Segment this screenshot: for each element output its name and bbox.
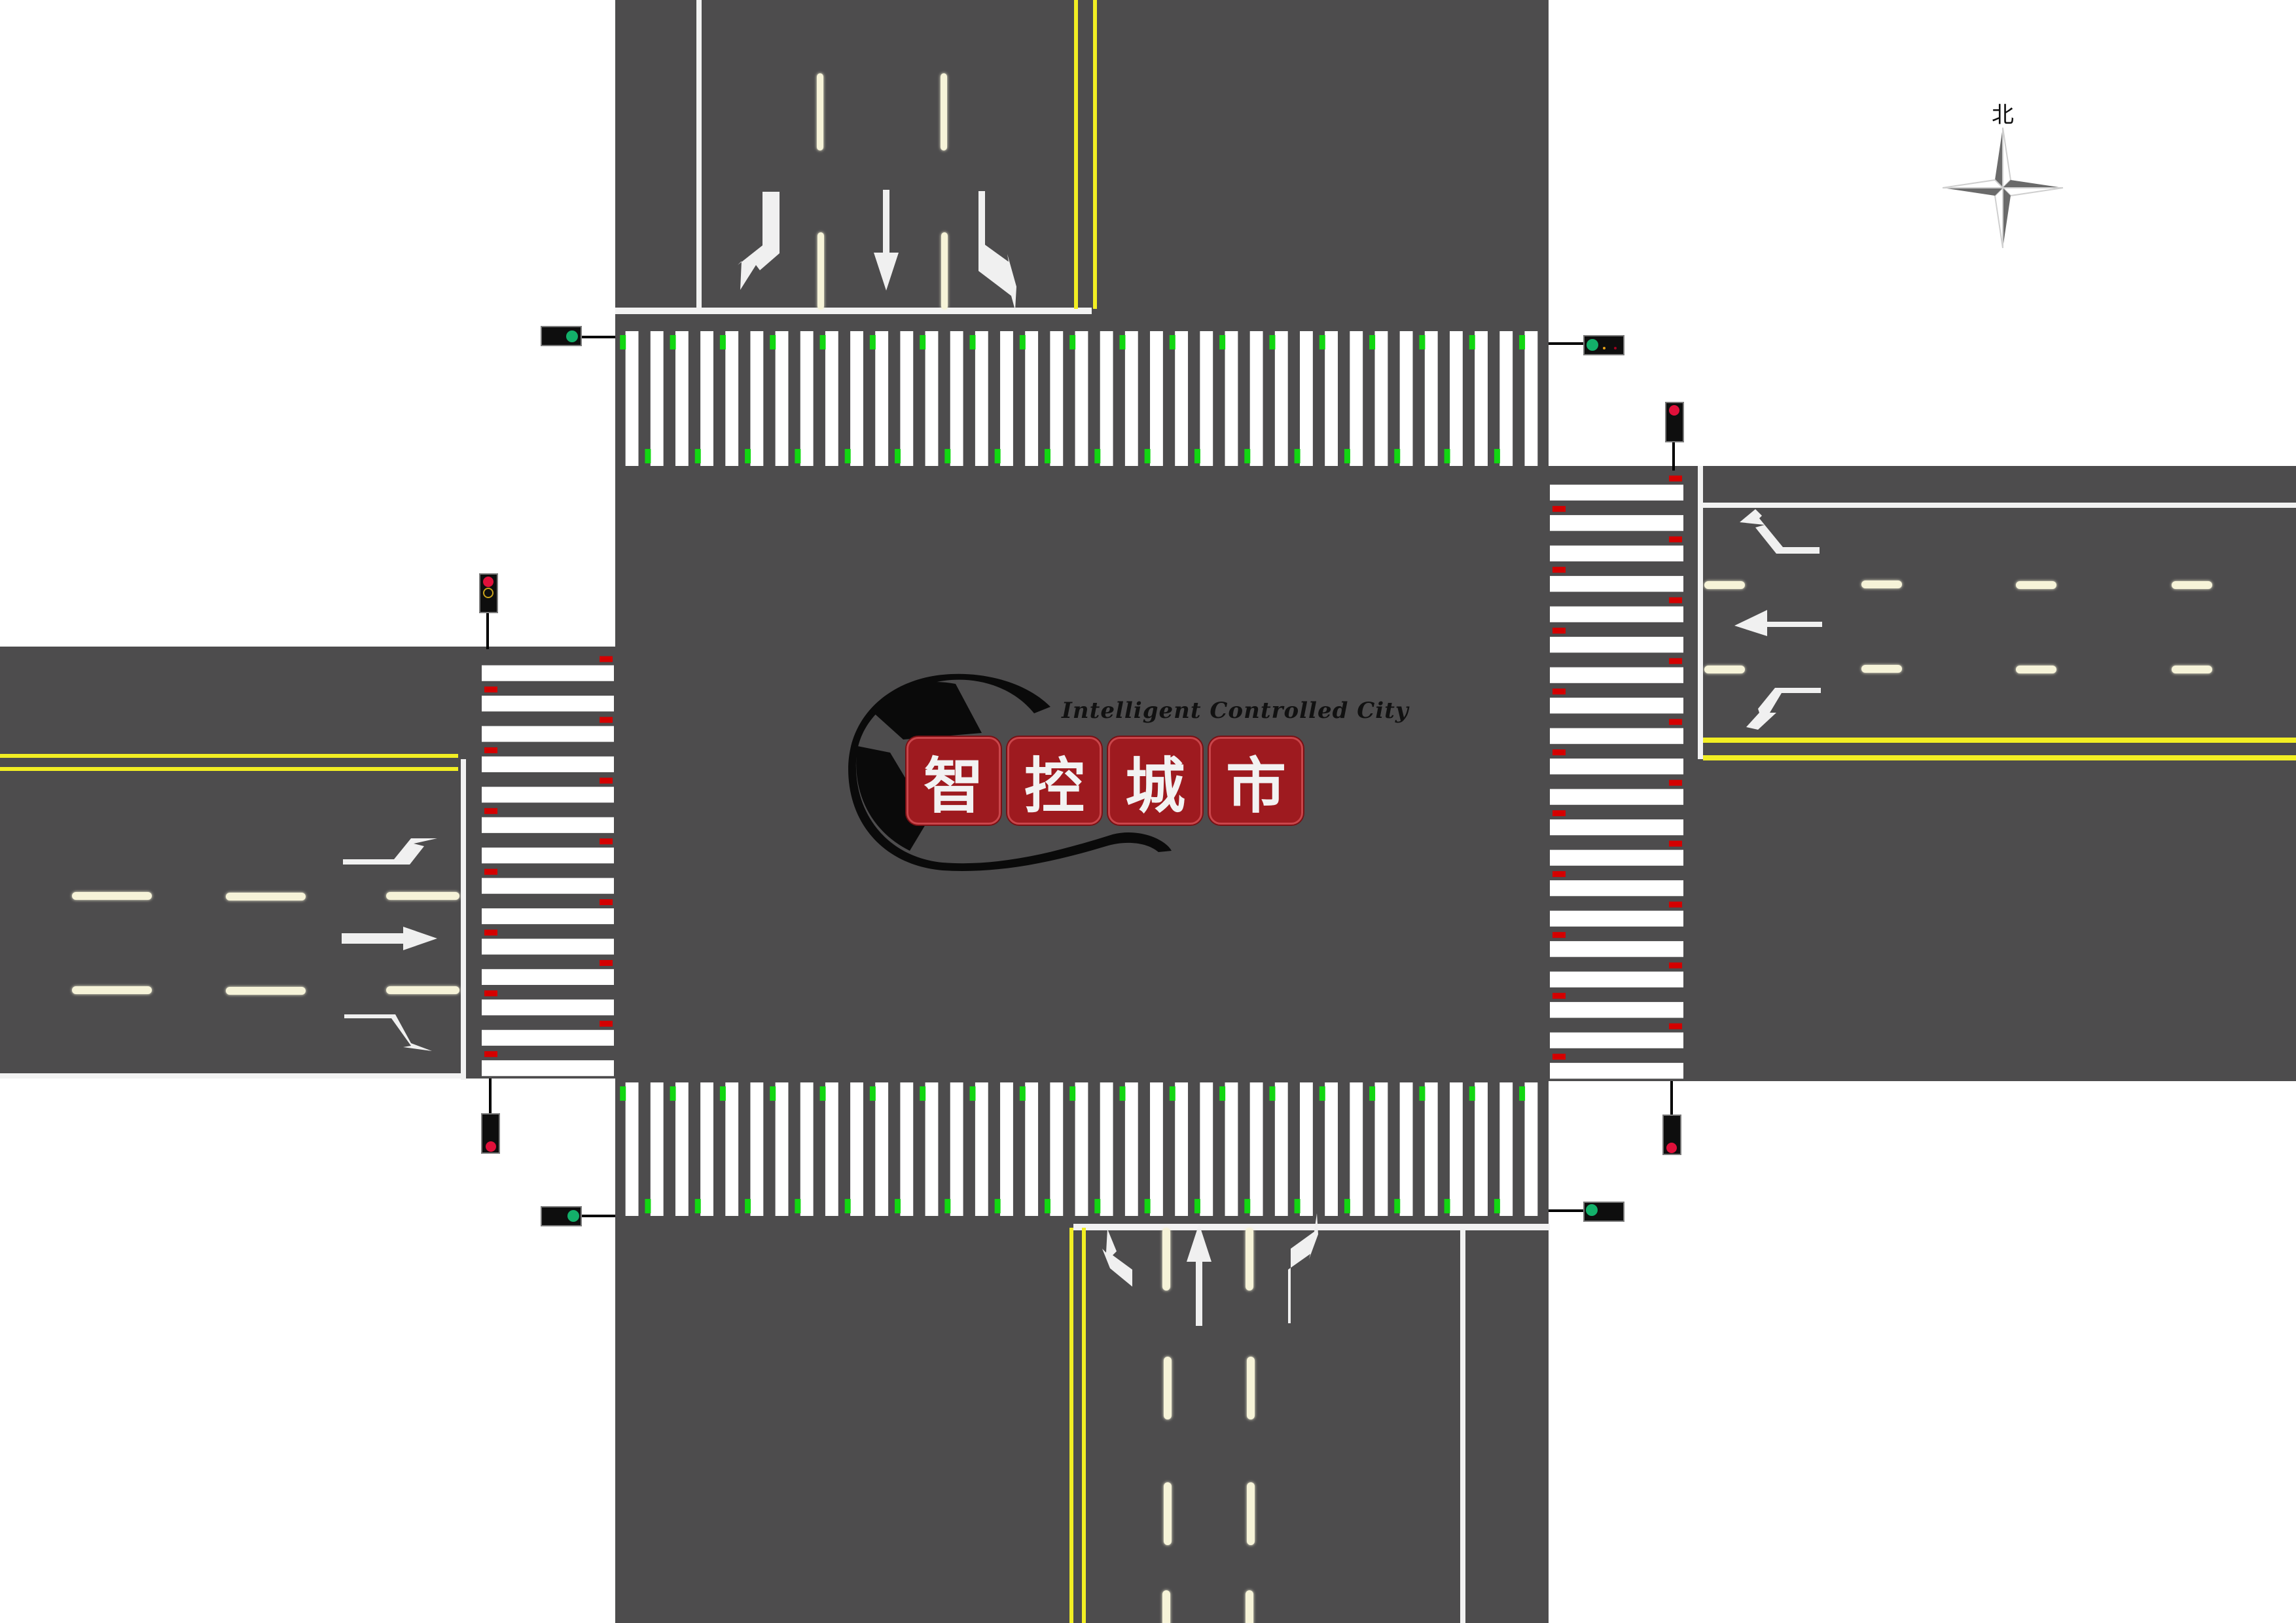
west-center-line-b <box>0 767 458 771</box>
south-edge-line <box>1460 1228 1465 1623</box>
arrow-turn-right-down-icon <box>344 1014 432 1051</box>
arrow-turn-up-left-icon <box>1102 1229 1139 1325</box>
traffic-light-se <box>1549 1202 1624 1222</box>
north-stop-line <box>615 308 1092 314</box>
arrow-right-icon <box>342 927 437 950</box>
east-center-line-b <box>1703 755 2296 760</box>
north-lane-dashes <box>817 73 948 310</box>
west-approach <box>0 754 466 1080</box>
logo-seal-4: 市 <box>1209 737 1303 825</box>
red-light-icon <box>486 1141 496 1152</box>
east-stop-line <box>1698 466 1703 759</box>
arrow-turn-right-up-icon <box>343 838 437 865</box>
arrow-turn-left-up-icon <box>1740 509 1820 554</box>
south-approach <box>1069 1213 1550 1623</box>
north-lane-arrows <box>738 190 1016 310</box>
west-lane-arrows <box>342 838 437 1051</box>
red-light-icon <box>483 577 493 587</box>
east-approach <box>1698 466 2296 760</box>
traffic-light-ne <box>1549 335 1624 355</box>
arrow-turn-down-right-icon <box>978 191 1016 310</box>
green-light-icon <box>1586 1204 1598 1216</box>
north-crosswalk <box>620 331 1538 466</box>
west-crosswalk <box>482 656 614 1077</box>
logo-seal-3: 城 <box>1108 737 1202 825</box>
south-center-line-b <box>1082 1228 1086 1623</box>
logo-english-text: Intelligent Controlled City <box>1062 698 1409 724</box>
south-stop-line <box>1073 1224 1550 1230</box>
traffic-light-en <box>1665 402 1684 471</box>
arrow-left-icon <box>1734 610 1822 636</box>
west-edge-line <box>0 1073 465 1079</box>
logo-brush-c-icon <box>848 673 1172 871</box>
east-lane-dashes <box>1704 580 2212 673</box>
west-center-line-a <box>0 754 458 758</box>
arrow-down-icon <box>874 190 899 291</box>
south-center-line-a <box>1069 1228 1073 1623</box>
traffic-light-es <box>1662 1081 1681 1155</box>
logo-seal-2: 控 <box>1007 737 1102 825</box>
compass-north-label: 北 <box>1992 102 2014 128</box>
east-edge-line <box>1699 503 2296 508</box>
arrow-turn-up-right-icon <box>1282 1213 1318 1323</box>
red-light-icon <box>1666 1143 1677 1153</box>
north-center-line-a <box>1074 0 1078 309</box>
logo-chinese-seals: 智 控 城 市 <box>906 737 1303 825</box>
arrow-turn-down-left-icon <box>738 192 780 290</box>
south-lane-dashes <box>1162 1228 1255 1623</box>
west-stop-line <box>461 759 466 1080</box>
red-light-icon <box>1669 405 1679 416</box>
arrow-up-icon <box>1187 1224 1211 1326</box>
south-lane-arrows <box>1102 1213 1318 1326</box>
compass-rose-icon <box>1942 127 2064 249</box>
traffic-light-sw <box>541 1206 615 1226</box>
north-approach <box>615 0 1097 314</box>
north-center-line-b <box>1093 0 1097 309</box>
east-center-line-a <box>1703 738 2296 743</box>
green-light-icon <box>566 330 578 342</box>
east-crosswalk <box>1550 475 1683 1079</box>
arrow-turn-left-down-icon <box>1746 688 1821 730</box>
south-crosswalk <box>620 1082 1538 1216</box>
traffic-light-ws <box>481 1079 500 1154</box>
traffic-light-nw <box>541 326 615 346</box>
east-lane-arrows <box>1734 509 1822 730</box>
green-light-icon <box>1587 339 1598 351</box>
north-edge-line <box>696 0 702 310</box>
west-lane-dashes <box>72 892 459 995</box>
traffic-lights <box>479 326 1684 1226</box>
logo-seal-1: 智 <box>906 737 1001 825</box>
traffic-light-wn <box>479 573 498 649</box>
green-light-icon <box>567 1210 579 1222</box>
